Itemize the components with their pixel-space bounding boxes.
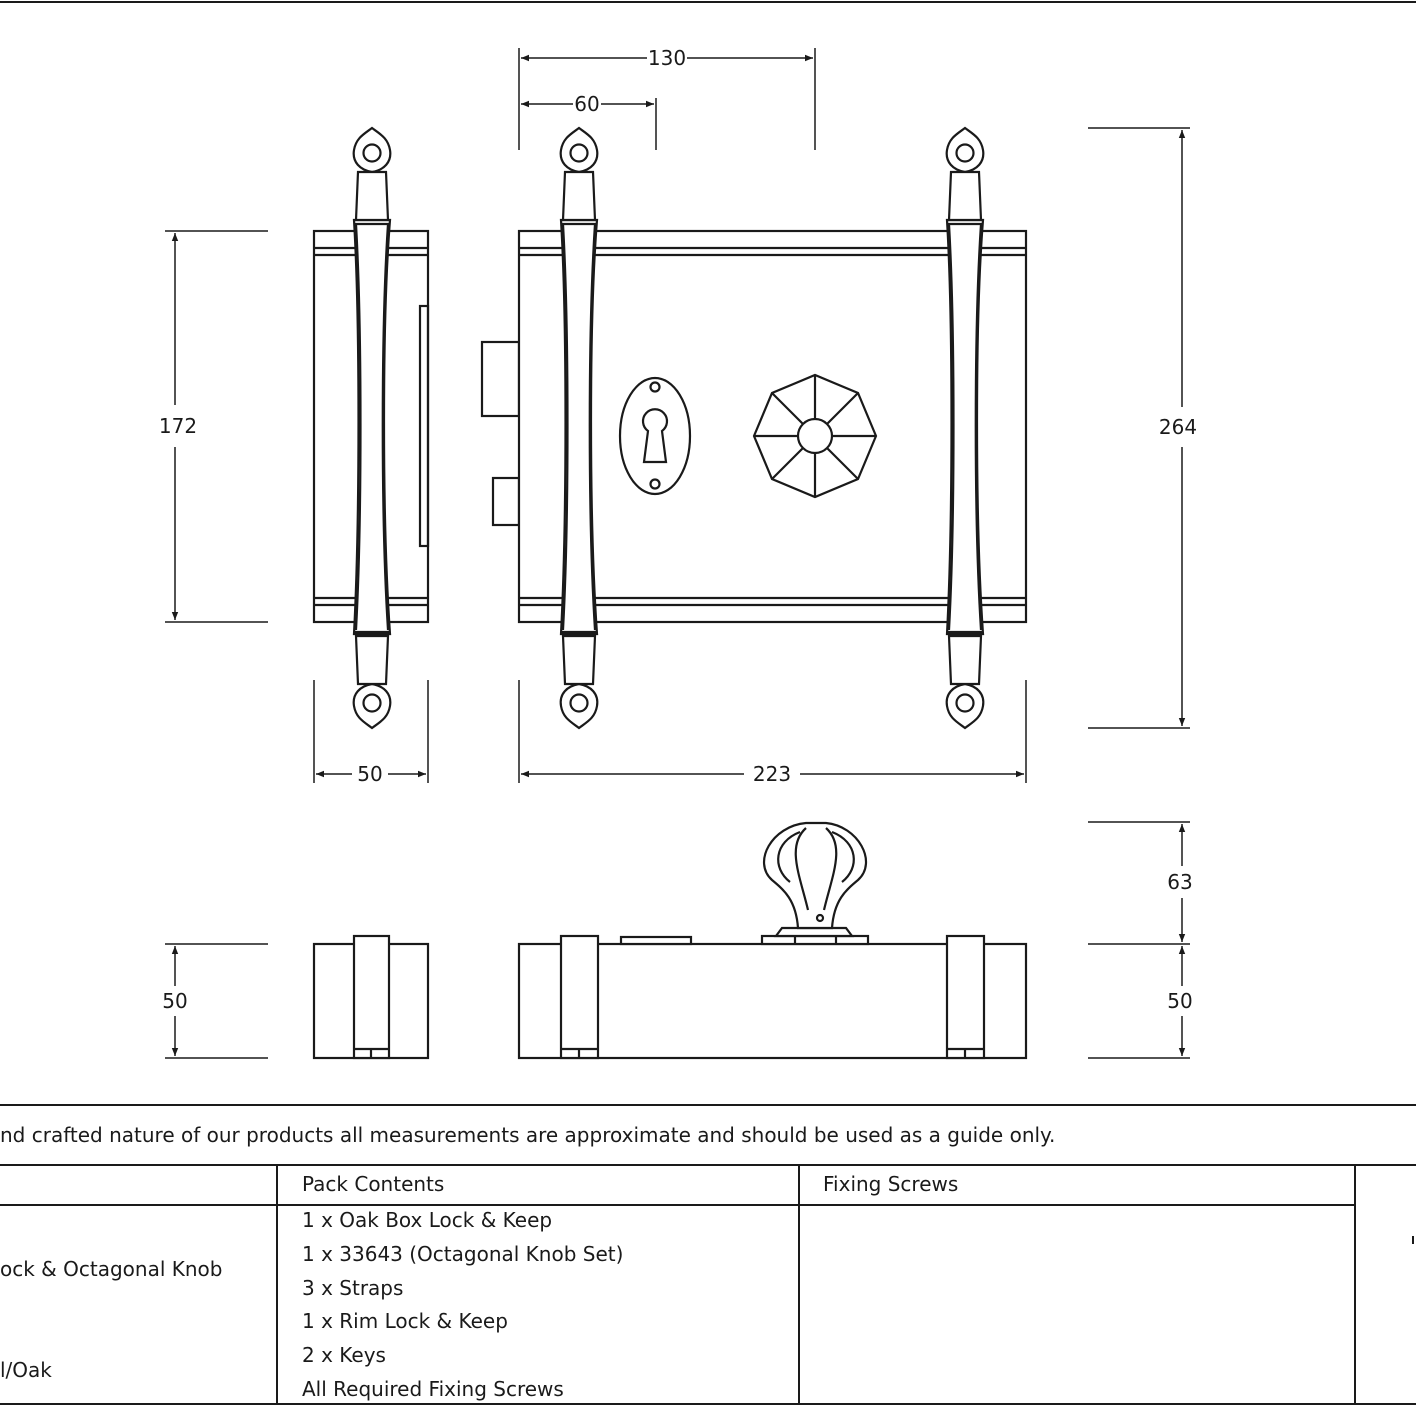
bottom-side-view [312, 934, 430, 1060]
pack-item-4: 1 x Rim Lock & Keep [302, 1309, 508, 1333]
dim-63: 63 [1167, 870, 1192, 894]
product-name-fragment: ock & Octagonal Knob [0, 1257, 223, 1281]
pack-item-1: 1 x Oak Box Lock & Keep [302, 1208, 553, 1232]
front-strap-1-top-end [559, 126, 599, 226]
dim-223: 223 [753, 762, 791, 786]
pack-item-5: 2 x Keys [302, 1343, 386, 1367]
knob-profile [760, 821, 870, 946]
header-fixing-screws: Fixing Screws [823, 1172, 959, 1196]
disclaimer-text: nd crafted nature of our products all me… [0, 1123, 1056, 1147]
pack-item-6: All Required Fixing Screws [302, 1377, 564, 1401]
pack-item-2: 1 x 33643 (Octagonal Knob Set) [302, 1242, 624, 1266]
dim-172: 172 [159, 414, 197, 438]
dim-50-bottom-left: 50 [162, 989, 187, 1013]
front-view [480, 218, 1028, 636]
octagonal-knob [752, 373, 878, 499]
side-view [312, 218, 430, 636]
dim-60: 60 [574, 92, 599, 116]
keyhole-escutcheon [618, 376, 692, 496]
dim-50-bottom-right: 50 [1167, 989, 1192, 1013]
front-strap-2-top-end [945, 126, 985, 226]
product-finish-fragment: l/Oak [0, 1358, 52, 1382]
side-strap-top-end [352, 126, 392, 226]
dim-130: 130 [648, 46, 686, 70]
side-strap-bottom-end [352, 630, 392, 730]
dim-50-side: 50 [357, 762, 382, 786]
front-strap-1-bottom-end [559, 630, 599, 730]
header-pack-contents: Pack Contents [302, 1172, 445, 1196]
bottom-front-view [517, 821, 1028, 1060]
dim-264: 264 [1159, 415, 1197, 439]
front-strap-2-bottom-end [945, 630, 985, 730]
pack-item-3: 3 x Straps [302, 1276, 404, 1300]
keyhole-icon [641, 408, 669, 464]
